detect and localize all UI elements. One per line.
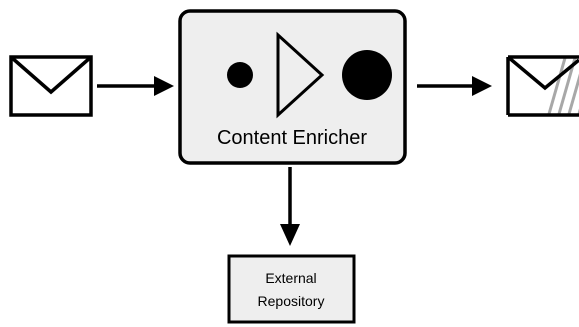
content-enricher-box: Content Enricher — [178, 9, 407, 165]
arrow-input-to-enricher — [97, 76, 174, 96]
enricher-symbol-icon — [227, 31, 392, 119]
arrow-enricher-to-output — [417, 76, 492, 96]
enricher-label: Content Enricher — [217, 127, 367, 149]
input-envelope-icon — [9, 55, 93, 117]
external-repository-box: External Repository — [227, 254, 356, 324]
arrow-enricher-to-repository — [280, 167, 300, 246]
repository-label-line-1: External — [265, 270, 316, 286]
repository-label-line-2: Repository — [258, 293, 325, 309]
output-envelope-icon — [506, 55, 579, 117]
